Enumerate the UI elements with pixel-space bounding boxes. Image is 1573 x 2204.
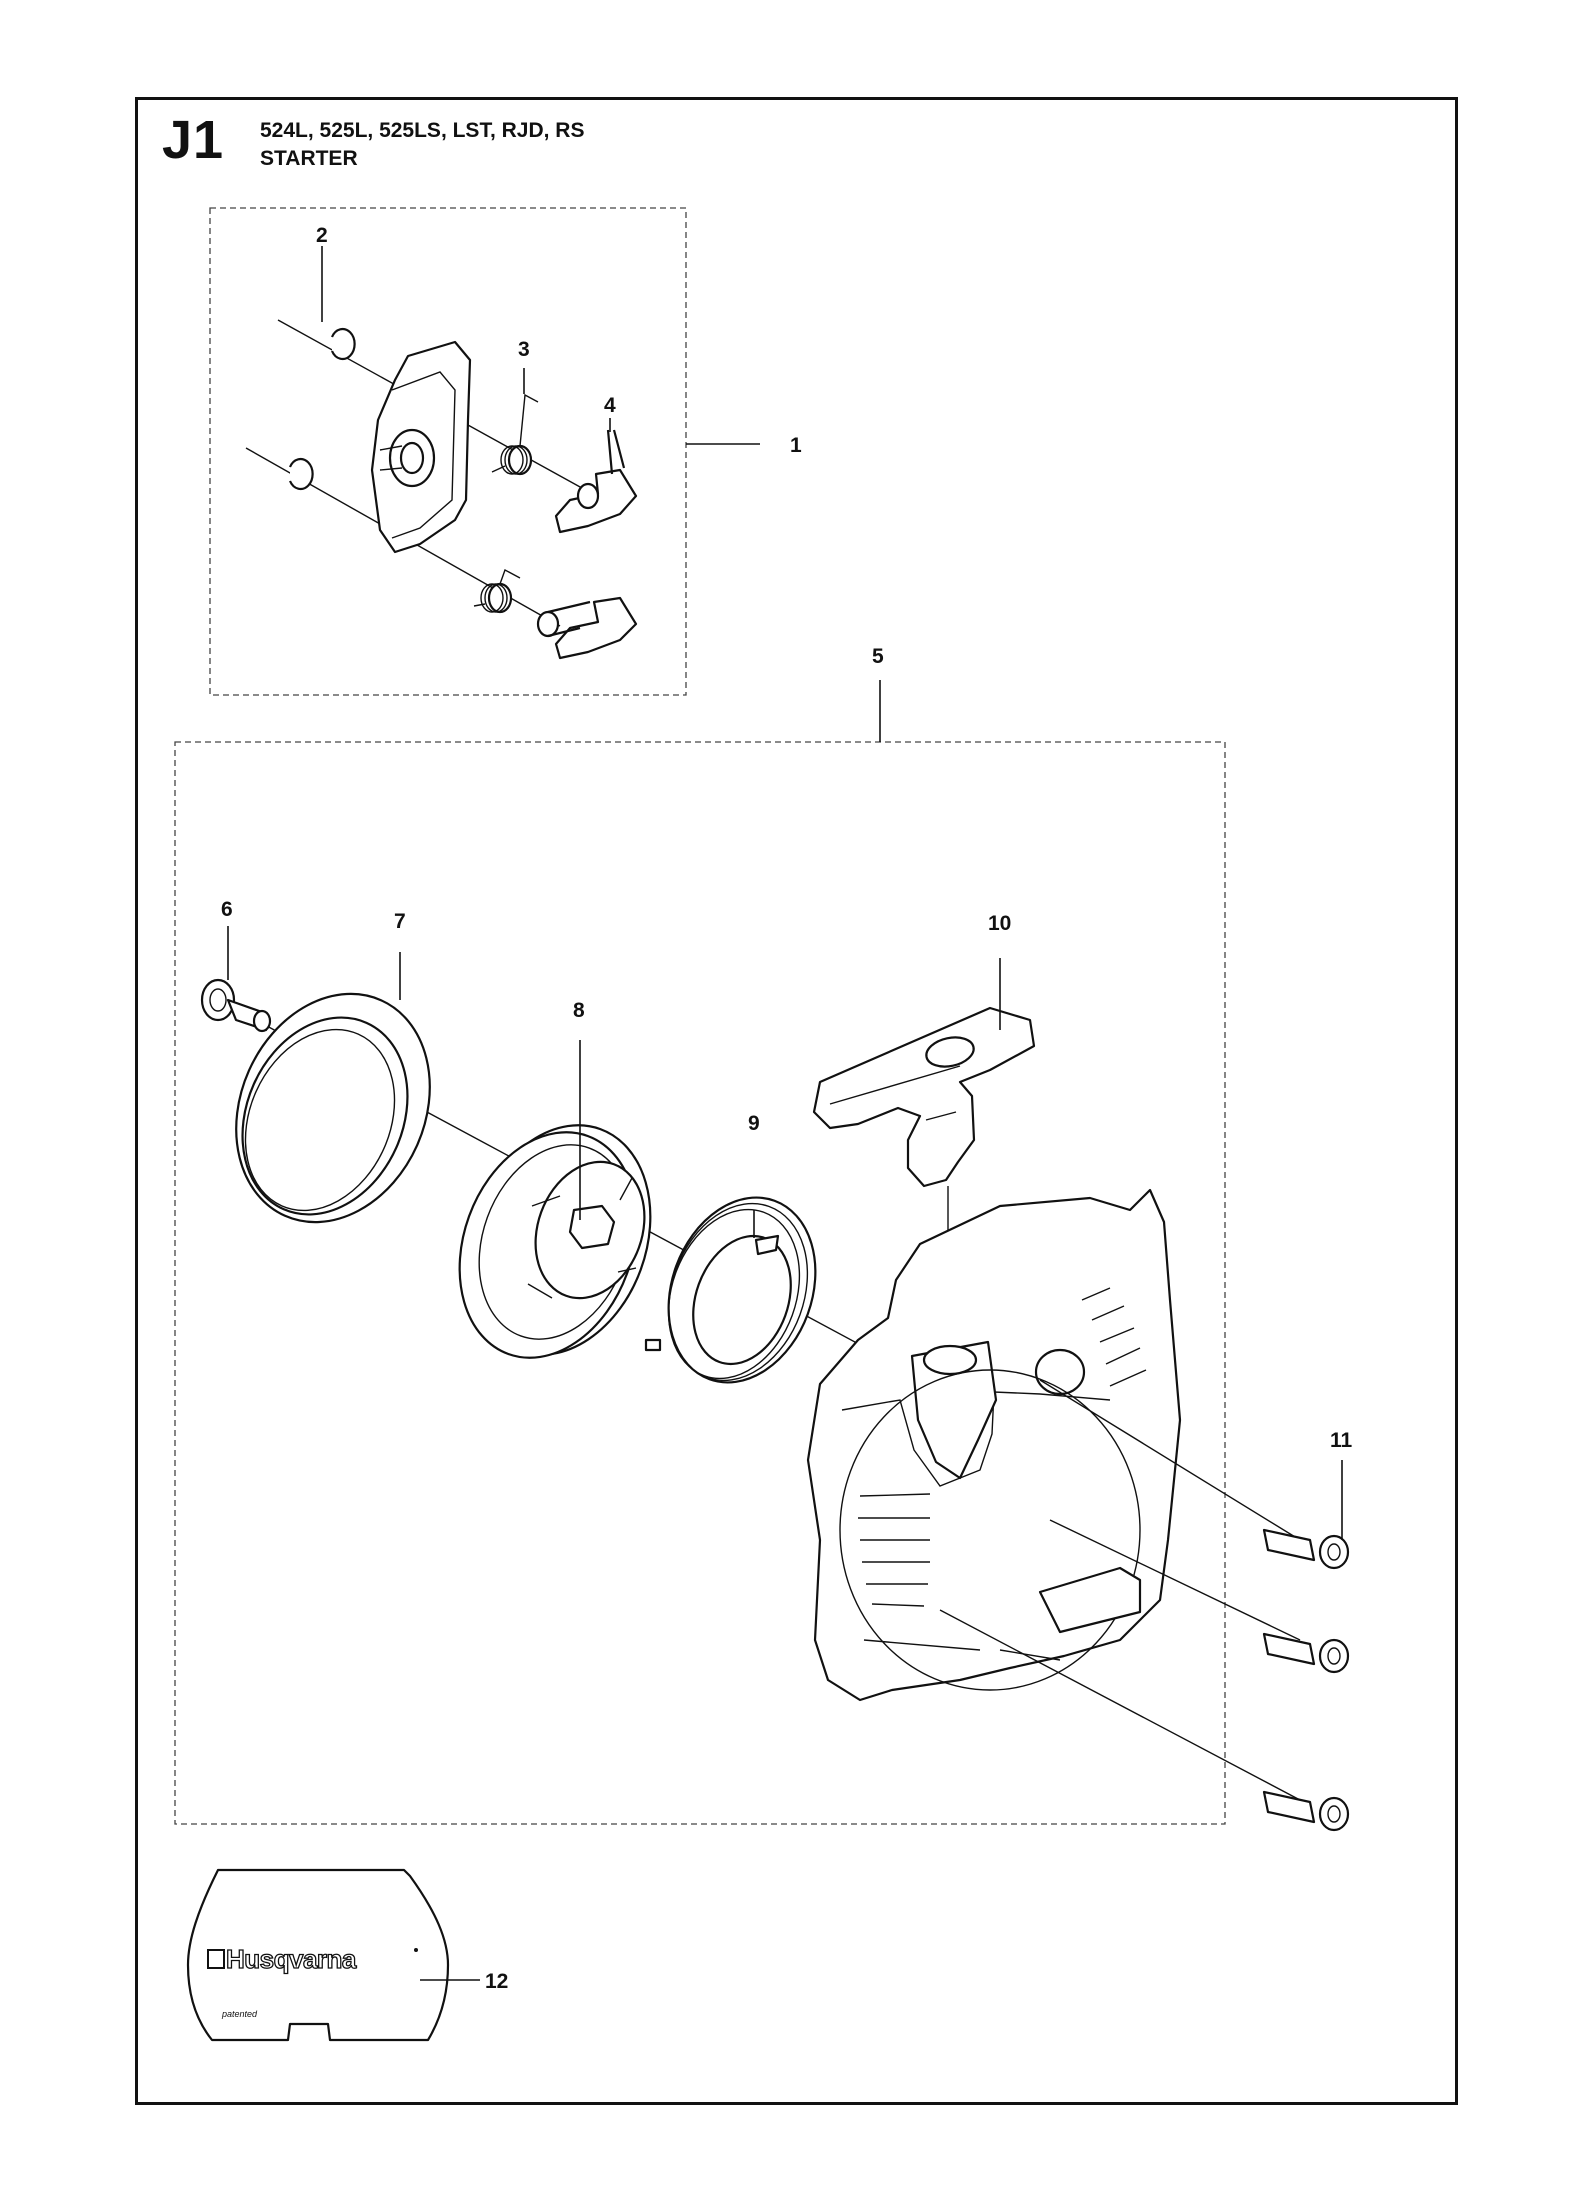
starter-assembly-illustration — [200, 978, 1350, 1832]
leader-lines — [227, 246, 1343, 1981]
pawl-part-4 — [536, 429, 638, 660]
page-frame — [135, 97, 1458, 2105]
callout-4: 4 — [604, 394, 616, 417]
decal-small-text: patented — [221, 2009, 258, 2019]
callout-2: 2 — [316, 224, 328, 247]
pawl-carrier — [370, 340, 472, 554]
callout-11: 11 — [1330, 1429, 1353, 1452]
callout-numbers: 1 2 3 4 5 6 7 8 9 10 11 12 — [221, 224, 1353, 1993]
screws-part-11 — [939, 1379, 1350, 1832]
callout-9: 9 — [748, 1112, 760, 1135]
recoil-spring-part-9 — [644, 1196, 817, 1384]
model-list: 524L, 525L, 525LS, LST, RJD, RS — [260, 119, 585, 142]
svg-text:Husqvarna: Husqvarna — [226, 1944, 357, 1974]
starter-handle-part-10 — [812, 1006, 1036, 1390]
rope-pulley-part-8 — [458, 1124, 652, 1359]
spring-part-3 — [473, 393, 539, 614]
husqvarna-decal-part-12: Husqvarna patented — [186, 1868, 450, 2042]
callout-1: 1 — [790, 434, 802, 457]
starter-assembly-group-box — [174, 741, 1226, 1825]
callout-7: 7 — [394, 910, 406, 933]
callout-12: 12 — [485, 1970, 508, 1993]
callout-6: 6 — [221, 898, 233, 921]
center-bolt-part-6 — [200, 978, 272, 1033]
pawl-kit-group-box — [209, 207, 687, 696]
callout-5: 5 — [872, 645, 884, 668]
husqvarna-logo: Husqvarna — [207, 1943, 418, 1975]
starter-housing — [806, 1188, 1182, 1702]
pawl-kit-illustration — [245, 319, 638, 660]
page-title: STARTER — [260, 147, 358, 170]
section-code: J1 — [162, 110, 225, 170]
callout-8: 8 — [573, 999, 585, 1022]
callout-10: 10 — [988, 912, 1011, 935]
ring-part-7 — [235, 992, 431, 1224]
callout-3: 3 — [518, 338, 530, 361]
retaining-ring-part-2 — [288, 327, 356, 491]
